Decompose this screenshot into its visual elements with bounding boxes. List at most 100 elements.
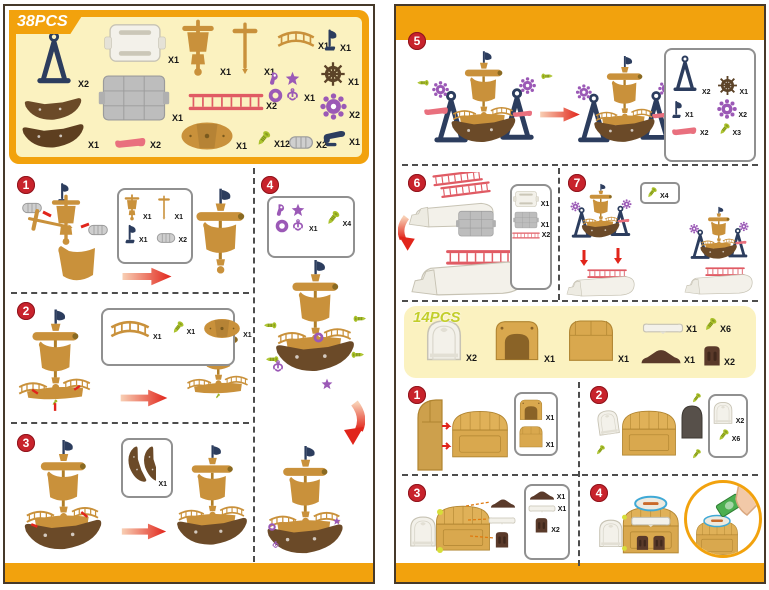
inset-a-frame: X2	[670, 54, 713, 96]
step-6-badge: 6	[408, 174, 426, 192]
inset-mast-holder: X1	[670, 100, 713, 119]
inset-arched-panel: X2	[712, 400, 744, 425]
dashed-separator	[558, 168, 560, 300]
arched-panel-part: X2	[424, 316, 477, 363]
bottom-orange-band	[5, 563, 373, 582]
inset-sail-mast: X1	[123, 194, 152, 221]
step-1-result-figure	[189, 176, 251, 288]
stern-deck-part: X1	[180, 121, 247, 151]
chest-step-1-badge: 1	[408, 386, 426, 404]
step-7-parts-inset: X4	[640, 182, 680, 204]
step-1-badge: 1	[17, 176, 35, 194]
step-4-parts-inset: X1 X4	[267, 196, 355, 258]
step-3-exploded-figure	[11, 440, 115, 556]
inset-screw: X4	[324, 209, 351, 228]
step-7-result-figure	[682, 182, 756, 296]
step-1-exploded-figure	[21, 182, 117, 288]
inset-gray-deck-plate: X1	[513, 211, 549, 229]
dashed-separator	[11, 292, 249, 294]
step-4-exploded-figure	[263, 260, 367, 392]
screw-part: X6	[702, 316, 731, 334]
a-frame-part: X2	[32, 31, 89, 89]
dashed-separator	[402, 300, 758, 302]
dashed-separator	[11, 422, 249, 424]
chest-step-4-result-figure	[594, 488, 690, 564]
step-1-parts-inset: X1 X1 X1 X2	[117, 188, 193, 264]
inset-white-base-plate: X1	[513, 190, 549, 208]
inset-chest-front: X1	[518, 398, 554, 422]
white-base-plate-part: X1	[104, 21, 179, 65]
inset-door: X2	[534, 516, 560, 534]
inset-screw: X4	[642, 184, 678, 202]
manual-page-left: 38PCS X2 X1 X1	[3, 4, 375, 584]
step-3-result-figure	[173, 442, 251, 554]
parts-count-label: 38PCS	[17, 13, 68, 30]
inset-flag: X1	[123, 224, 152, 244]
inset-stern-deck: X1	[203, 318, 252, 339]
step-3-badge: 3	[17, 434, 35, 452]
inset-ship-wheel: X1	[717, 75, 751, 96]
step-5-exploded-figure	[416, 48, 556, 164]
step-3-parts-inset: X1	[121, 438, 173, 498]
chest-step-2-badge: 2	[590, 386, 608, 404]
chest-step-2-figure	[594, 390, 704, 474]
step-5-result-figure	[572, 50, 678, 162]
step-4-result-figure	[261, 446, 349, 560]
door-part: X2	[702, 344, 735, 367]
chest-step-3-badge: 3	[408, 484, 426, 502]
flag-part: X1	[322, 27, 351, 53]
inset-screw: X3	[717, 122, 751, 137]
chest-front-part: X1	[492, 318, 555, 364]
step-7-badge: 7	[568, 174, 586, 192]
chest-step-3-parts-inset: X1 X1 X2	[524, 484, 570, 560]
parts-box-inner: 38PCS X2 X1 X1	[9, 10, 362, 157]
bottom-orange-band	[396, 563, 764, 582]
pink-connector-part: X2	[112, 135, 161, 150]
screw-part: X12	[254, 129, 290, 149]
step-6-parts-inset: X1 X1 X2	[510, 184, 552, 290]
dashed-separator	[402, 474, 758, 476]
sail-mast-part: X1	[178, 19, 231, 77]
hull-pair-part: X1	[20, 97, 99, 150]
chest-step-2-parts-inset: X2 X6	[708, 394, 748, 458]
inset-roof-arch: X1	[529, 490, 565, 501]
inset-white-beam: X1	[528, 504, 566, 513]
step-5-badge: 5	[408, 32, 426, 50]
purple-gear-part: X2	[320, 93, 360, 120]
ship-wheel-part: X1	[320, 61, 359, 87]
inset-pink-connector: X2	[670, 125, 713, 137]
inset-purple-ornaments: X1	[275, 203, 318, 233]
step-7-exploded-figure	[564, 182, 638, 298]
coin-slot-demo-inset	[684, 480, 762, 558]
step-5-parts-inset: X2 X1 X1 X2 X2	[664, 48, 756, 162]
top-orange-band	[396, 6, 764, 40]
curved-red-arrow-icon	[335, 398, 365, 450]
chest-step-3-figure	[406, 488, 518, 564]
step-4-badge: 4	[261, 176, 279, 194]
cannon-part: X1	[322, 127, 360, 147]
inset-purple-gear: X2	[717, 99, 751, 119]
step-2-exploded-figure	[13, 308, 101, 418]
step-2-parts-inset: X1 X1 X1	[101, 308, 252, 366]
inset-screw: X1	[170, 320, 195, 336]
red-arrow-icon	[117, 388, 171, 408]
dashed-separator	[402, 164, 758, 166]
parts-box-38pcs: 38PCS X2 X1 X1	[9, 10, 369, 164]
parts-count-tab: 38PCS	[9, 10, 86, 34]
inset-barrel-connector: X2	[156, 232, 187, 244]
inset-screw: X6	[716, 428, 740, 443]
parts-box-14pcs: 14PCS X2 X1 X1 X1 X6	[404, 306, 756, 378]
roof-arch-part: X1	[640, 348, 695, 365]
barrel-connector-part: X2	[288, 135, 327, 150]
chest-step-1-parts-inset: X1 X1	[514, 392, 558, 456]
gray-deck-plate-part: X1	[98, 73, 183, 123]
step-2-badge: 2	[17, 302, 35, 320]
chest-back-part: X1	[566, 318, 629, 364]
pink-railing-part: X2	[188, 93, 277, 111]
white-beam-part: X1	[642, 322, 697, 334]
inset-curved-railing: X1	[109, 315, 162, 341]
red-arrow-icon	[119, 522, 169, 541]
inset-cross-mast: X1	[156, 194, 187, 221]
inset-chest-back: X1	[518, 425, 554, 449]
